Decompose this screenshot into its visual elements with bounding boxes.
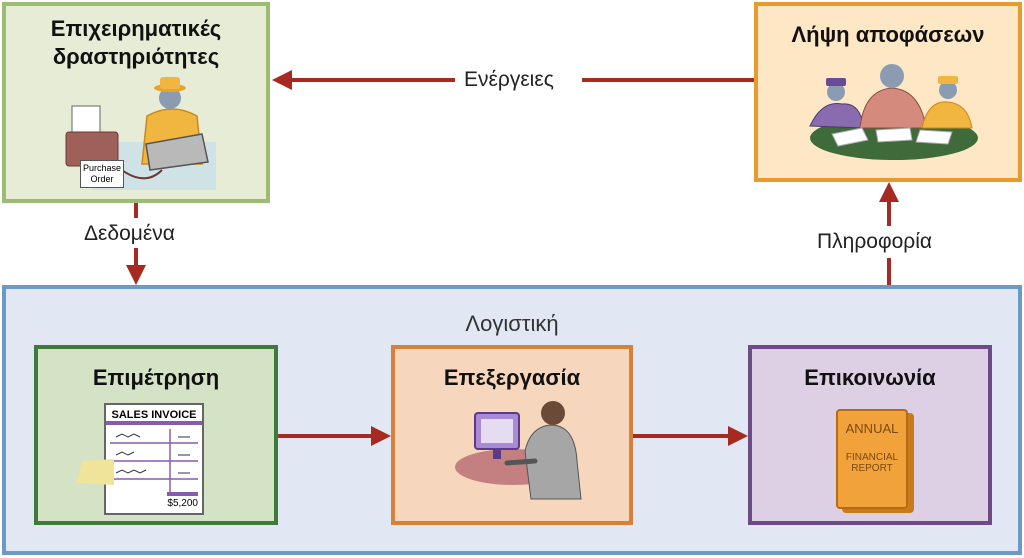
decision-making-box: Λήψη αποφάσεων xyxy=(754,2,1022,182)
arrowhead-measure-to-process xyxy=(371,426,391,446)
paper-right xyxy=(915,129,953,145)
paper-left xyxy=(831,127,869,147)
edge-label-actions: Ενέργειες xyxy=(464,68,554,91)
monitor-stand xyxy=(493,449,501,459)
computer-user-illustration xyxy=(455,401,582,500)
hat-crown xyxy=(160,77,180,89)
communication-box: Επικοινωνία ANNUAL FINANCIAL REPORT xyxy=(748,345,992,525)
purchase-order-line1: Purchase xyxy=(82,163,122,173)
monitor-screen xyxy=(481,419,513,443)
report-line1: ANNUAL xyxy=(845,421,899,436)
arrowhead-data xyxy=(126,265,146,285)
person-right-head xyxy=(939,81,957,99)
person-left-head xyxy=(827,83,845,101)
business-activities-title-line2: δραστηριότητες xyxy=(52,44,220,69)
arrowhead-information xyxy=(879,182,899,202)
purchase-order-doc: Purchase Order xyxy=(80,160,124,188)
purchase-order-line2: Order xyxy=(90,174,114,184)
accounting-title: Λογιστική xyxy=(465,311,559,336)
decision-making-title: Λήψη αποφάσεων xyxy=(791,22,985,47)
sales-invoice-amount: $5,200 xyxy=(167,492,198,509)
user-head xyxy=(541,401,565,425)
sales-invoice-doc: SALES INVOICE $5,200 xyxy=(104,403,204,515)
annual-report-book: ANNUAL FINANCIAL REPORT xyxy=(836,409,908,509)
processing-box: Επεξεργασία xyxy=(391,345,633,525)
arrowhead-actions xyxy=(272,70,292,90)
printer-paper xyxy=(71,105,101,137)
report-line2: FINANCIAL xyxy=(845,452,899,463)
person-right-hat xyxy=(938,76,958,84)
business-activities-title-line1: Επιχειρηματικές xyxy=(50,16,222,41)
measurement-box: Επιμέτρηση SALES INVOICE $5,200 xyxy=(34,345,278,525)
person-center-body xyxy=(859,87,927,129)
processing-title: Επεξεργασία xyxy=(443,365,581,390)
person-left-hat xyxy=(826,78,846,86)
edge-label-data: Δεδομένα xyxy=(84,222,175,245)
paper-center xyxy=(875,127,913,143)
meeting-illustration xyxy=(809,64,978,160)
person-right-body xyxy=(921,101,973,129)
edge-label-information: Πληροφορία xyxy=(817,230,933,253)
measurement-title: Επιμέτρηση xyxy=(92,365,220,390)
invoice-lines xyxy=(110,429,198,493)
arrowhead-process-to-communicate xyxy=(728,426,748,446)
person-center-head xyxy=(880,64,904,88)
invoice-shadow xyxy=(76,459,114,485)
user-arm xyxy=(504,458,538,466)
worker-head xyxy=(159,87,181,109)
communication-title: Επικοινωνία xyxy=(804,365,936,390)
report-line3: REPORT xyxy=(851,463,893,474)
laptop-screen xyxy=(145,133,209,171)
business-activities-box: Επιχειρηματικές δραστηριότητες Purchase … xyxy=(2,2,270,203)
sales-invoice-title: SALES INVOICE xyxy=(106,405,202,425)
user-body xyxy=(524,424,582,500)
